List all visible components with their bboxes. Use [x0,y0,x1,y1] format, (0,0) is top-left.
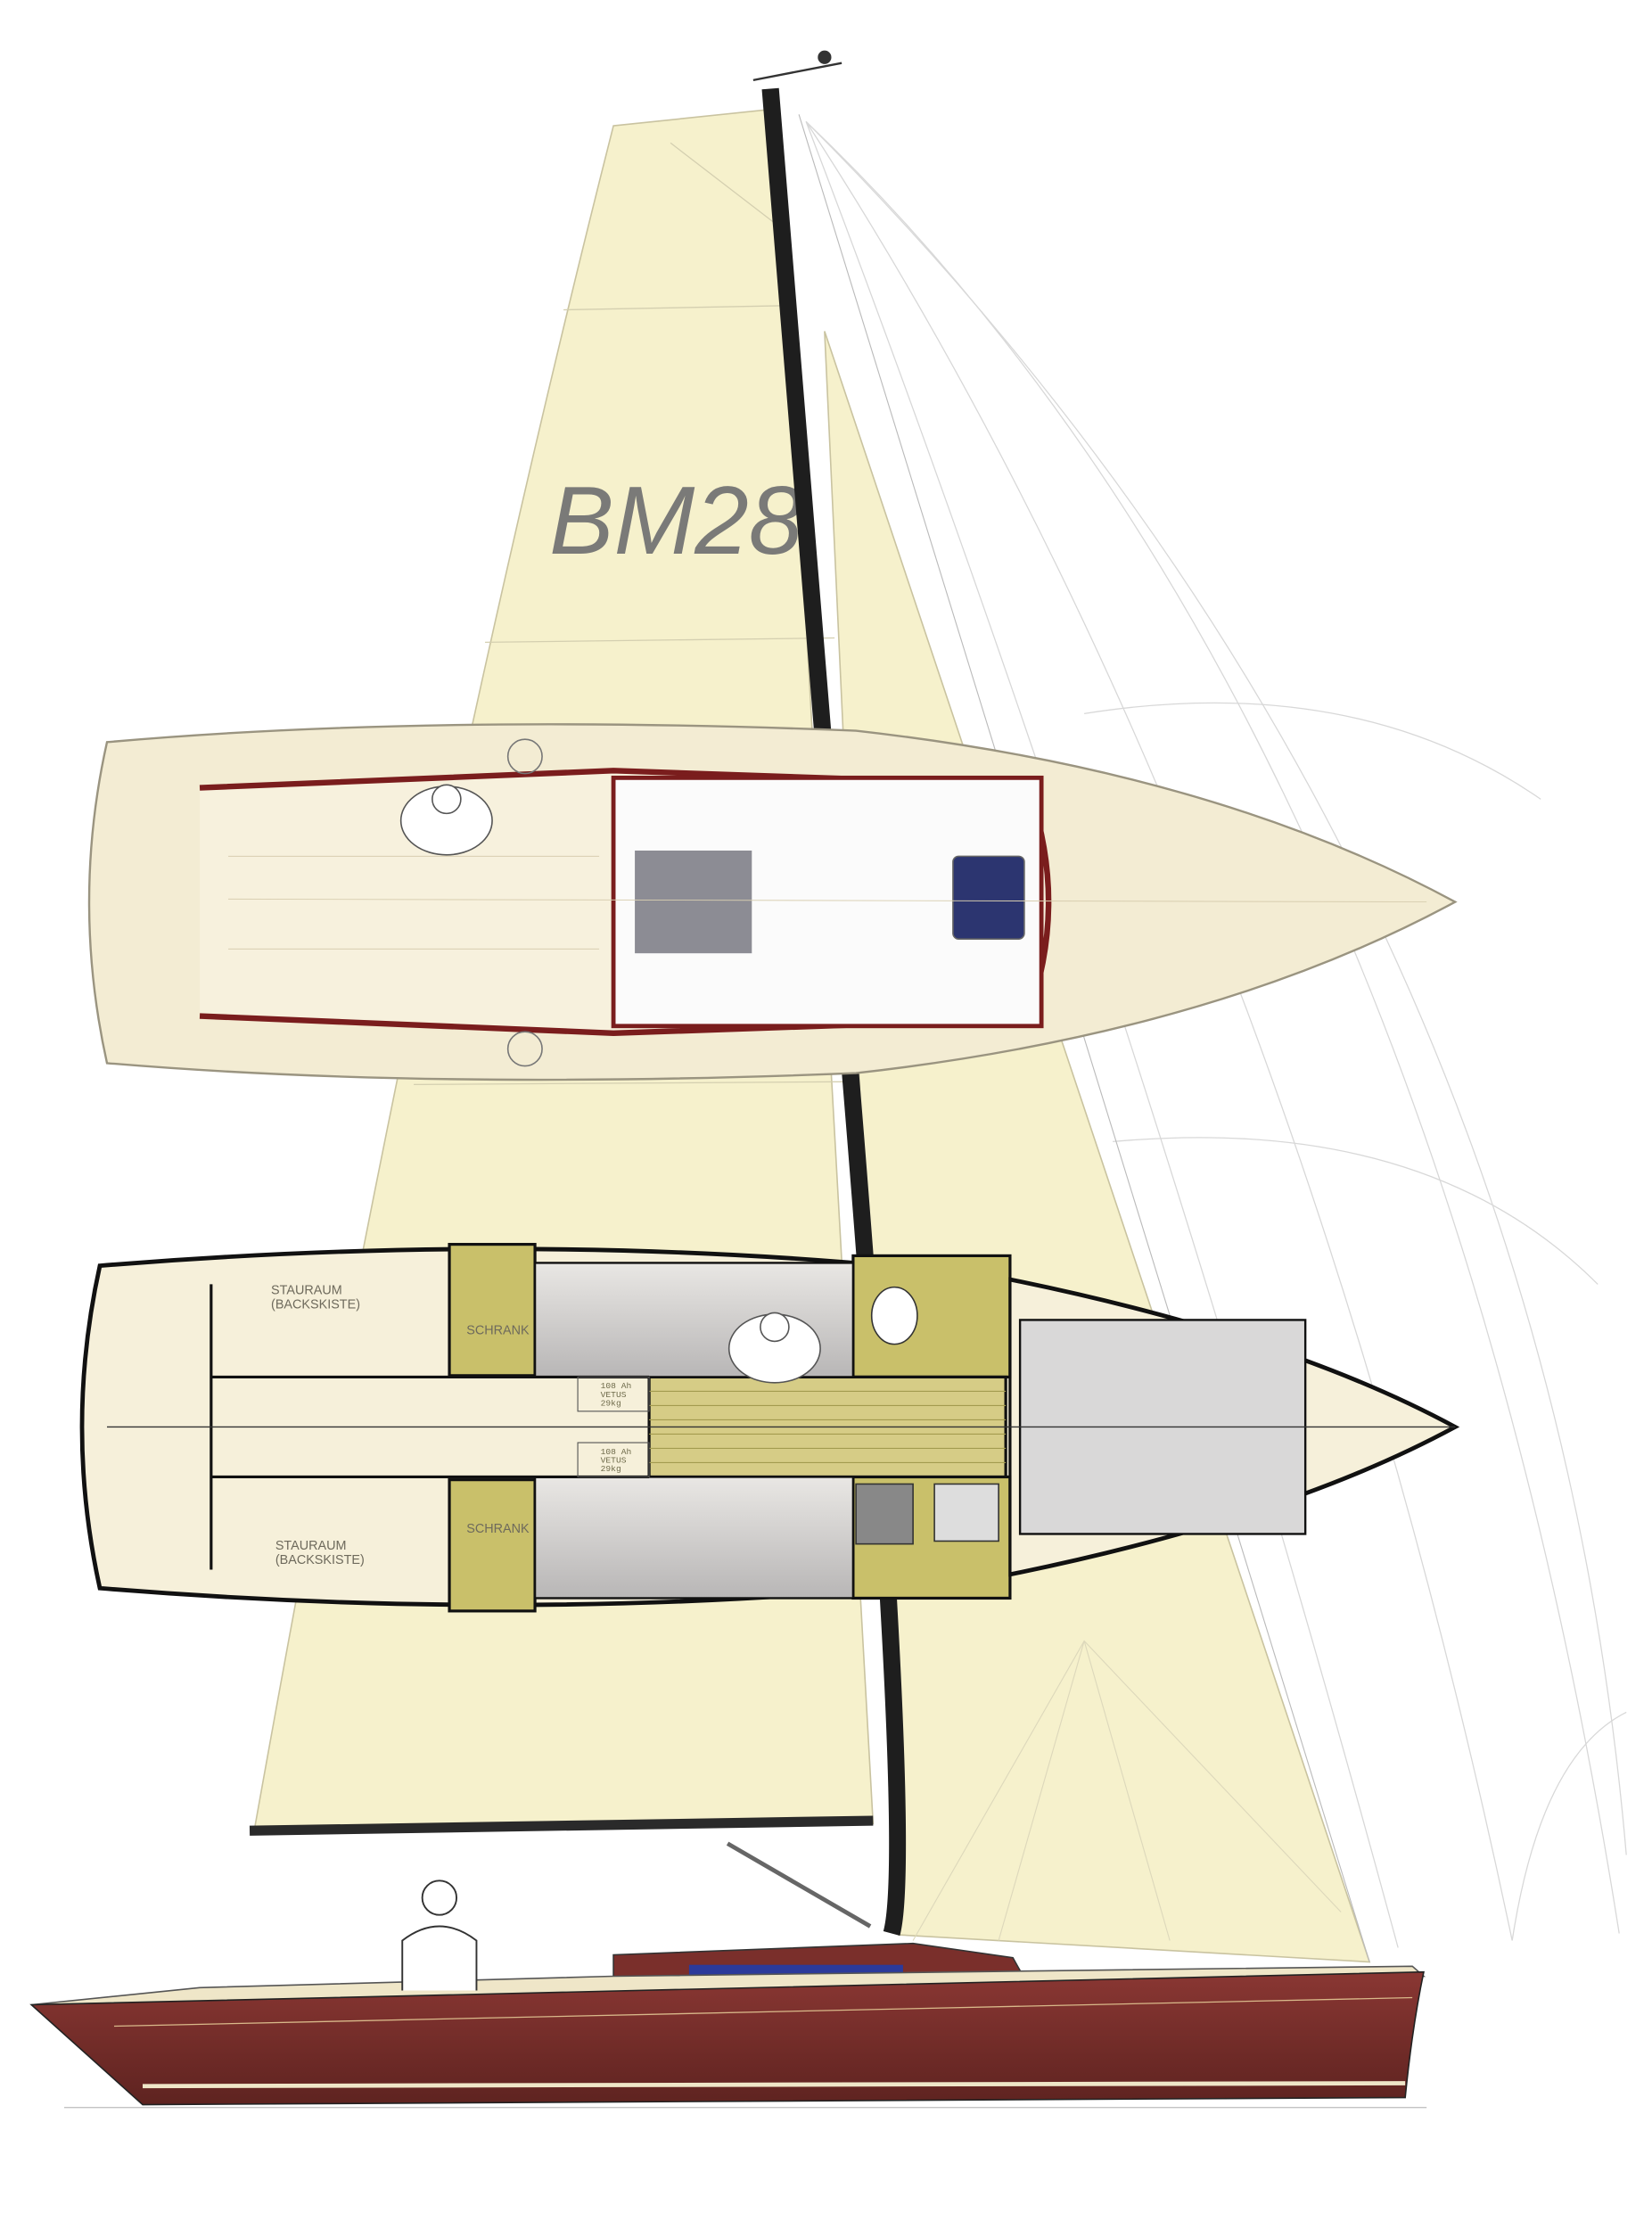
mast [761,87,907,1937]
battery-2-label: 108 Ah [601,1447,632,1457]
boom [249,1815,874,1836]
mainsail-battens [414,142,857,1086]
jib [824,331,1371,1963]
helmsman-figure [401,1879,478,1991]
stowage-starboard-label-2: (BACKSKISTE) [275,1553,365,1567]
jib-seams [912,1640,1342,1941]
forestay [798,114,1370,1962]
battery-1-label: 108 Ah [601,1381,632,1391]
vang [726,1841,872,1929]
hull-profile [29,1942,1427,2109]
crew-figure-cabin [727,1312,821,1384]
crew-figure-top [399,784,493,856]
battery-2-label-2: VETUS [601,1455,627,1465]
stowage-port-label: STAURAUM [271,1284,342,1298]
locker-port-label: SCHRANK [466,1323,530,1337]
deck-plan [87,723,1458,1082]
battery-1-label-2: VETUS [601,1390,627,1400]
locker-starboard-label: SCHRANK [466,1522,530,1536]
interior-plan: STAURAUM (BACKSKISTE) STAURAUM (BACKSKIS… [79,1243,1460,1613]
sail-logo: BM28 [549,466,802,575]
wind-indicator-icon [752,50,842,82]
stowage-starboard-label: STAURAUM [275,1539,347,1553]
battery-1-label-3: 29kg [601,1398,621,1408]
battery-2-label-3: 29kg [601,1464,621,1474]
stowage-port-label-2: (BACKSKISTE) [271,1298,360,1312]
